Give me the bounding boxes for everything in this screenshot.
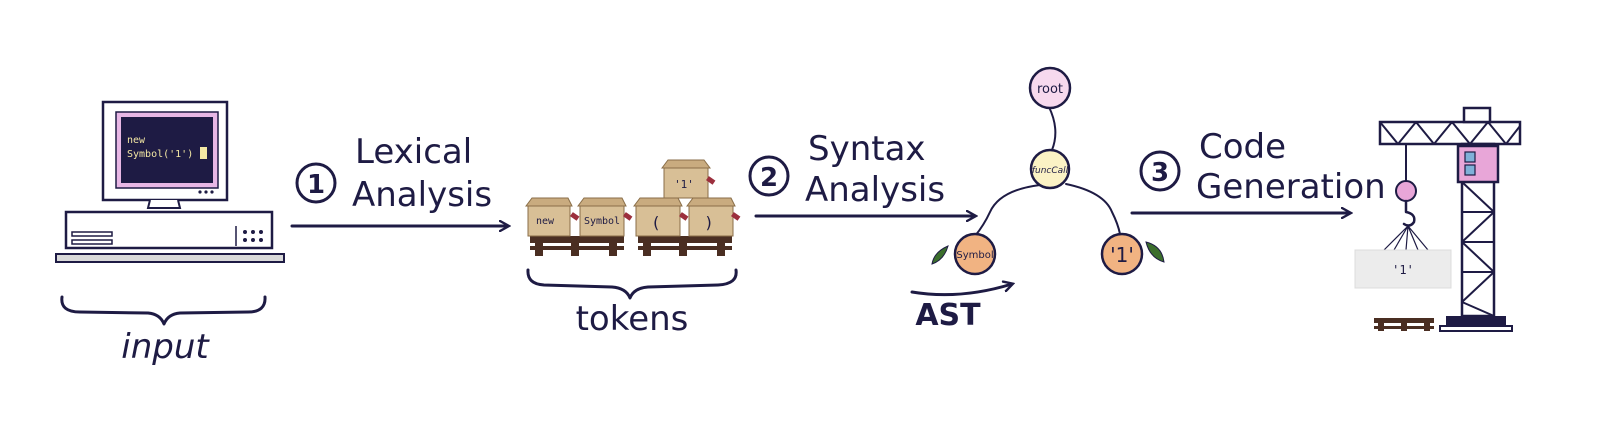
input-brace (60, 295, 267, 326)
token-open-paren: ( (651, 213, 661, 232)
crane-icon: '1' (1354, 106, 1522, 332)
crane-ball (1395, 180, 1417, 202)
crane-jib-truss (1379, 121, 1521, 145)
ast-string-label: '1' (1110, 243, 1134, 267)
step-1-title-line2: Analysis (352, 175, 492, 215)
step-3-badge (1139, 150, 1181, 192)
ast-root-label: root (1037, 82, 1063, 97)
monitor-led (198, 190, 202, 194)
drive-slot (71, 239, 113, 245)
step-1-badge (295, 162, 337, 204)
pallet-left (530, 236, 624, 256)
crane-hook-icon (1402, 199, 1416, 227)
input-label: input (121, 327, 210, 367)
monitor-stand (146, 199, 182, 209)
step-3-title-line2: Generation (1196, 167, 1386, 207)
pallet-right (638, 236, 732, 256)
token-box: ) (686, 197, 741, 237)
crane-foot (1439, 325, 1513, 332)
crane-tower-truss (1461, 181, 1495, 317)
step-3-title-line1: Code (1199, 127, 1286, 167)
screen-line-symbol: Symbol('1') (127, 149, 193, 160)
ast-tree: root funcCall Symbol '1' AST (910, 66, 1165, 333)
ast-pointer-arrow (910, 284, 1012, 297)
monitor-led (204, 190, 208, 194)
desk-base (55, 253, 285, 263)
ast-node-root (1028, 66, 1072, 110)
step-2-number: 2 (760, 163, 778, 193)
drive-slot (71, 231, 113, 237)
ast-node-call (1029, 148, 1071, 190)
crane-slings (1383, 225, 1429, 251)
ast-call-label: funcCall (1032, 166, 1069, 176)
ast-symbol-label: Symbol (956, 250, 993, 261)
step-2-syntax-analysis: 2 Syntax Analysis (748, 129, 975, 216)
token-box: new (525, 197, 580, 237)
output-sign (1354, 249, 1452, 289)
token-symbol: Symbol (584, 216, 620, 227)
tokens-label: tokens (576, 299, 689, 339)
token-string-1: '1' (674, 178, 694, 191)
step-2-badge (748, 155, 790, 197)
ast-edge (974, 184, 1041, 237)
ast-edge (1065, 183, 1121, 235)
token-new: new (536, 216, 555, 227)
tokens-brace (526, 268, 738, 300)
screen-line-new: new (127, 135, 146, 146)
cursor-block (200, 147, 207, 159)
monitor-led (210, 190, 214, 194)
crane-pallet (1374, 318, 1434, 331)
step-3-code-generation: 3 Code Generation (1130, 127, 1386, 213)
ast-label: AST (915, 298, 981, 333)
cabin-window (1464, 164, 1476, 176)
ast-edge (1048, 106, 1057, 151)
output-sign-text: '1' (1392, 263, 1414, 277)
ast-node-symbol (953, 232, 997, 276)
step-1-title-line1: Lexical (355, 132, 472, 172)
computer-icon: new Symbol('1') (55, 100, 285, 263)
crane-cabin (1456, 144, 1500, 184)
token-box: Symbol (577, 197, 633, 237)
crane-base (1446, 316, 1506, 326)
token-box: ( (633, 197, 689, 237)
screen (121, 117, 213, 183)
tokens-group: new Symbol ( ) '1' (525, 159, 741, 339)
token-close-paren: ) (704, 213, 714, 232)
cabin-window (1464, 151, 1476, 163)
step-3-number: 3 (1151, 158, 1169, 188)
step-2-title-line1: Syntax (808, 129, 926, 169)
step-1-number: 1 (307, 170, 325, 200)
step-2-title-line2: Analysis (805, 170, 945, 210)
token-box: '1' (661, 159, 716, 199)
case-buttons (243, 230, 263, 242)
ast-node-string (1100, 232, 1144, 276)
crane-top (1462, 106, 1492, 124)
leaf-icon (1145, 241, 1165, 263)
step-1-lexical-analysis: 1 Lexical Analysis (290, 132, 508, 226)
crane-jib (1378, 120, 1522, 146)
leaf-icon (931, 245, 949, 265)
